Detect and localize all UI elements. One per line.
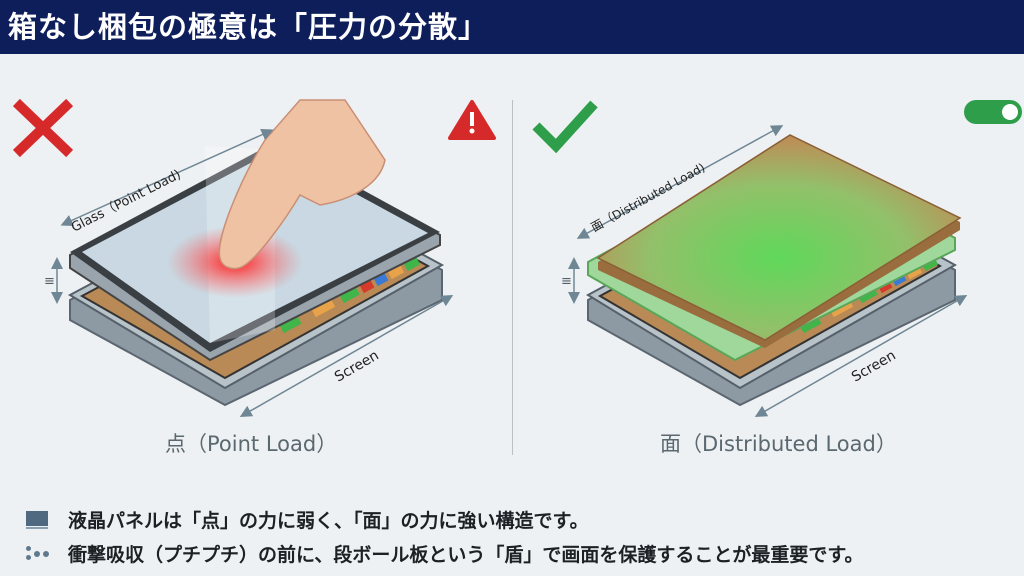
distributed-load-caption: 面（Distributed Load） <box>660 432 897 456</box>
bullet-list: 液晶パネルは「点」の力に弱く、「面」の力に強い構造です。 衝撃吸収（プチプチ）の… <box>22 502 864 570</box>
point-load-caption: 点（Point Load） <box>165 432 338 456</box>
device-point-load <box>51 99 454 417</box>
divider <box>512 100 513 455</box>
gap-label: ≡ <box>44 274 55 289</box>
lcd-panel-icon <box>22 509 52 529</box>
device-distributed-load <box>568 125 968 417</box>
illustration: ≡ Glass（Point Load) Screen ≡ 面（Distribut… <box>12 98 968 417</box>
green-check-icon <box>532 100 598 154</box>
bullet-text: 液晶パネルは「点」の力に弱く、「面」の力に強い構造です。 <box>68 509 589 532</box>
bullet-item: 液晶パネルは「点」の力に弱く、「面」の力に強い構造です。 <box>22 502 864 536</box>
screen-label: Screen <box>849 348 899 386</box>
bubble-wrap-icon <box>22 543 52 563</box>
page-title: 箱なし梱包の極意は「圧力の分散」 <box>0 0 1024 54</box>
gap-label: ≡ <box>561 274 572 289</box>
screen-label: Screen <box>332 348 382 386</box>
warning-triangle-icon <box>448 100 496 140</box>
bullet-item: 衝撃吸収（プチプチ）の前に、段ボール板という「盾」で画面を保護することが最重要で… <box>22 536 864 570</box>
bullet-text: 衝撃吸収（プチプチ）の前に、段ボール板という「盾」で画面を保護することが最重要で… <box>68 543 864 566</box>
toggle-on-icon <box>964 100 1022 124</box>
red-x-icon <box>12 98 74 158</box>
